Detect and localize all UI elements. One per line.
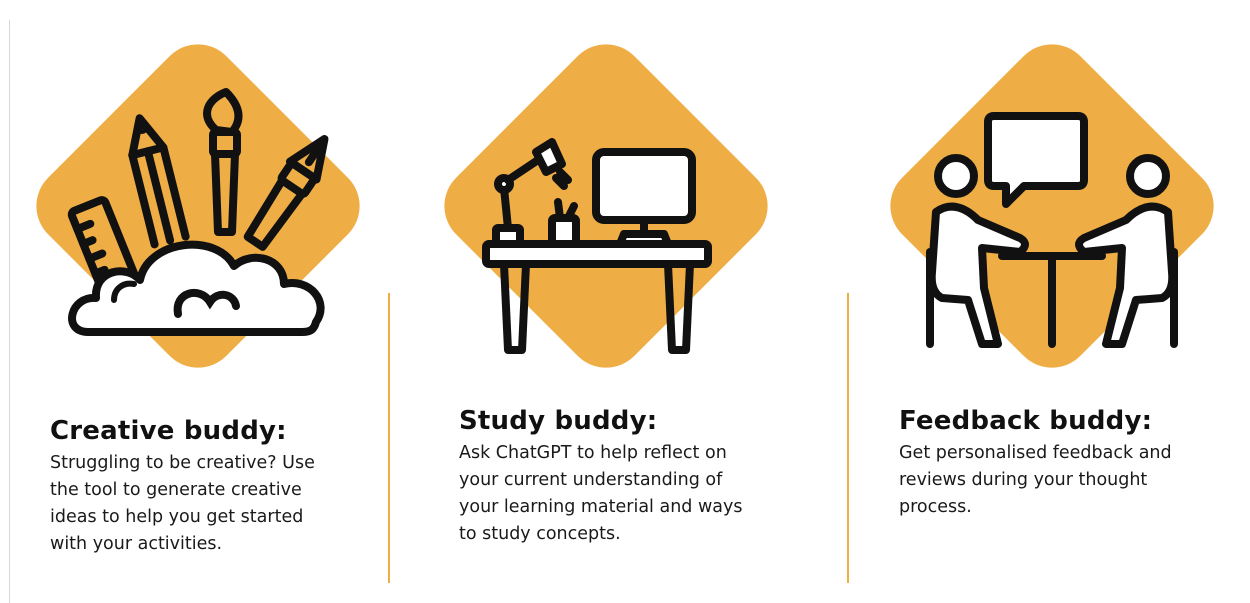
card-description-line: process. bbox=[899, 497, 972, 517]
card-description-line: your learning material and ways bbox=[459, 497, 743, 517]
card-description-line: Struggling to be creative? Use bbox=[50, 453, 315, 473]
card-title: Feedback buddy: bbox=[899, 406, 1153, 436]
cloud-shape bbox=[68, 240, 325, 336]
feedback-buddy-illustration bbox=[890, 44, 1214, 368]
feedback-buddy-card: Feedback buddy: Get personalised feedbac… bbox=[899, 406, 1229, 521]
creative-buddy-card: Creative buddy: Struggling to be creativ… bbox=[50, 416, 370, 558]
study-desk-icon bbox=[444, 44, 768, 368]
left-border bbox=[9, 20, 10, 603]
card-description: Struggling to be creative? Use the tool … bbox=[50, 450, 370, 558]
card-title: Study buddy: bbox=[459, 406, 658, 436]
card-description-line: with your activities. bbox=[50, 534, 223, 554]
card-description-line: to study concepts. bbox=[459, 524, 621, 544]
card-description-line: Ask ChatGPT to help reflect on bbox=[459, 443, 727, 463]
study-buddy-card: Study buddy: Ask ChatGPT to help reflect… bbox=[459, 406, 799, 548]
creative-buddy-illustration bbox=[36, 44, 360, 368]
card-description: Get personalised feedback and reviews du… bbox=[899, 440, 1229, 521]
card-title: Creative buddy: bbox=[50, 416, 287, 446]
column-divider-1 bbox=[388, 293, 390, 583]
card-description-line: reviews during your thought bbox=[899, 470, 1148, 490]
card-description-line: the tool to generate creative bbox=[50, 480, 302, 500]
card-description-line: your current understanding of bbox=[459, 470, 723, 490]
card-description: Ask ChatGPT to help reflect on your curr… bbox=[459, 440, 799, 548]
card-description-line: Get personalised feedback and bbox=[899, 443, 1172, 463]
column-divider-2 bbox=[847, 293, 849, 583]
study-buddy-illustration bbox=[444, 44, 768, 368]
art-supplies-cloud-icon bbox=[36, 44, 360, 368]
card-description-line: ideas to help you get started bbox=[50, 507, 304, 527]
two-people-conversation-icon bbox=[890, 44, 1214, 368]
